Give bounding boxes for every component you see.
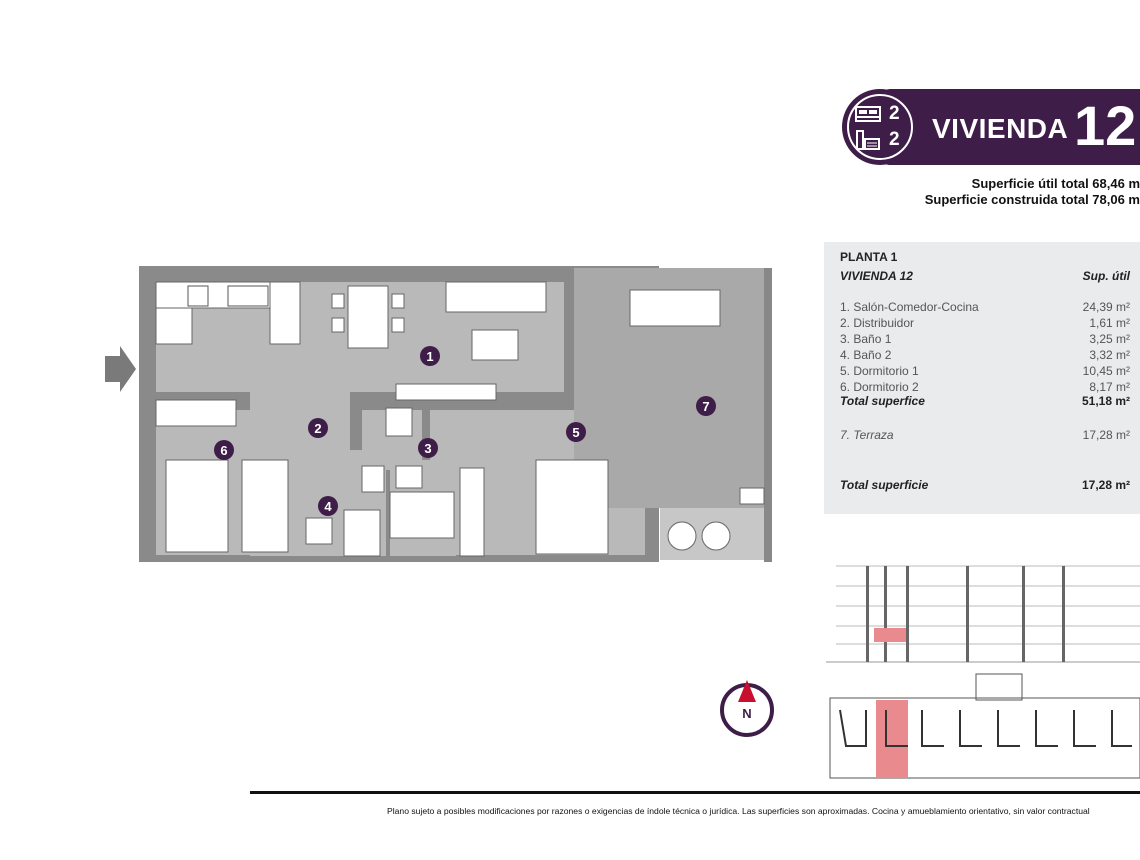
- terrace-table: [629, 289, 721, 327]
- room-marker-4: [318, 496, 338, 516]
- shower: [389, 491, 455, 539]
- wardrobe: [155, 399, 237, 427]
- toilet: [395, 465, 423, 489]
- table-col-header: Sup. útil: [1082, 269, 1130, 283]
- washbasin: [385, 407, 413, 437]
- bed: [165, 459, 229, 553]
- room-marker-5: [566, 422, 586, 442]
- unit-highlight: [876, 700, 908, 778]
- unit-highlight: [874, 628, 906, 642]
- cooktop: [227, 285, 269, 307]
- dining-table: [347, 285, 389, 349]
- north-compass-icon: N: [720, 680, 774, 737]
- bed-icon: [855, 106, 881, 122]
- washbasin: [361, 465, 385, 493]
- sink: [187, 285, 209, 307]
- bathroom-count: 2: [889, 129, 900, 150]
- badge-circle: 2 2: [842, 89, 918, 165]
- room-marker-label: 2: [314, 421, 321, 436]
- room-marker-label: 4: [324, 499, 332, 514]
- washer: [667, 521, 697, 551]
- bed: [241, 459, 289, 553]
- badge-bar: [880, 89, 1140, 165]
- kitchen-island: [269, 281, 301, 345]
- bath-icon: [856, 130, 880, 150]
- room-marker-6: [214, 440, 234, 460]
- terrace-edge: [764, 268, 772, 562]
- room-marker-7: [696, 396, 716, 416]
- built-area-total: Superficie construida total 78,06 m: [924, 192, 1140, 207]
- footer-divider: [250, 791, 1140, 794]
- unit-badge: 2 2 VIVIENDA 12: [842, 89, 1140, 165]
- unit-label: VIVIENDA: [932, 113, 1069, 144]
- coffee-table: [471, 329, 519, 361]
- sofa: [445, 281, 547, 313]
- kitchen-counter: [155, 307, 193, 345]
- room-marker-label: 1: [426, 349, 433, 364]
- room-marker-label: 6: [220, 443, 227, 458]
- room-marker-label: 3: [424, 441, 431, 456]
- room-marker-label: 7: [702, 399, 709, 414]
- toilet: [305, 517, 333, 545]
- sink: [739, 487, 765, 505]
- area-table: PLANTA 1 VIVIENDA 12 Sup. útil 1. Salón-…: [824, 242, 1140, 514]
- footer-disclaimer: Plano sujeto a posibles modificaciones p…: [387, 806, 1090, 816]
- useful-area-total: Superficie útil total 68,46 m: [971, 176, 1140, 191]
- key-plan: [829, 673, 1140, 779]
- unit-number: 12: [1074, 94, 1137, 157]
- table-unit-label: VIVIENDA 12: [840, 269, 913, 283]
- room-marker-label: 5: [572, 425, 579, 440]
- compass-label: N: [742, 706, 751, 721]
- bed: [535, 459, 609, 555]
- building-elevation: [826, 565, 1140, 663]
- wardrobe: [459, 467, 485, 557]
- floor-plan: 1 2 3 4 5 6 7: [105, 266, 772, 562]
- entrance-arrow-icon: [105, 346, 136, 392]
- water-heater: [701, 521, 731, 551]
- bedroom-count: 2: [889, 103, 900, 124]
- room-marker-3: [418, 438, 438, 458]
- room-marker-2: [308, 418, 328, 438]
- room-marker-1: [420, 346, 440, 366]
- shower: [343, 509, 381, 557]
- tv-unit: [395, 383, 497, 401]
- floor-label: PLANTA 1: [840, 250, 898, 264]
